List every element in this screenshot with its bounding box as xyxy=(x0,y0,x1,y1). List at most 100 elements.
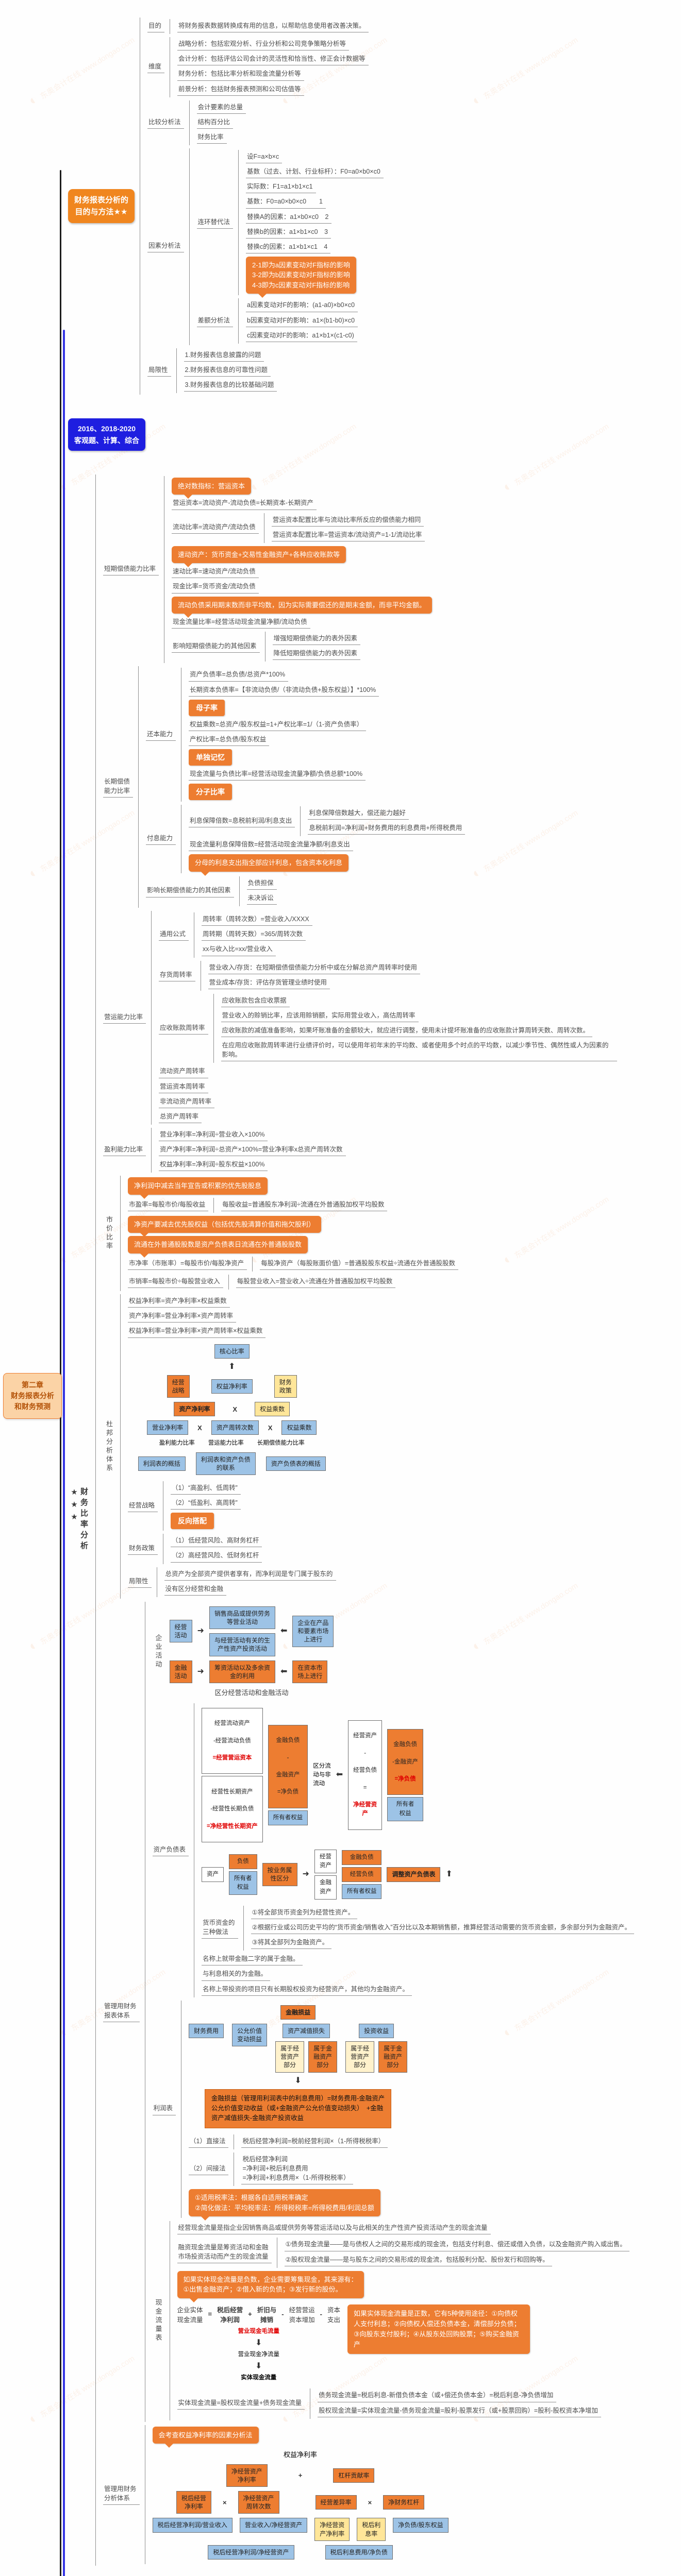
topic-node[interactable]: 流动比率=流动资产/流动负债 xyxy=(172,522,259,534)
topic-node[interactable]: 资产净利率=净利润÷总资产×100%=营业净利率x总资产周转次数 xyxy=(159,1144,346,1157)
topic-node[interactable]: 维度 xyxy=(147,61,165,73)
topic-node[interactable]: 2.财务报表信息的可靠性问题 xyxy=(184,365,271,377)
branch-purpose-methods[interactable]: 财务报表分析的 目的与方法★★ xyxy=(68,189,135,224)
topic-node[interactable]: 替换A的因素：a1×b0×c0 2 xyxy=(246,212,332,224)
vertical-topic-node[interactable]: 市价比率 xyxy=(105,1216,113,1251)
topic-node[interactable]: 降低短期偿债能力的表外因素 xyxy=(272,648,361,660)
topic-node[interactable]: 比较分析法 xyxy=(147,117,184,129)
topic-node[interactable]: 3.财务报表信息的比较基础问题 xyxy=(184,380,277,392)
topic-node[interactable]: 盈利能力比率 xyxy=(103,1144,146,1157)
topic-node[interactable]: 影响长期偿债能力的其他因素 xyxy=(146,885,234,897)
topic-node[interactable]: c因素变动对F的影响：a1×b1×(c1-c0) xyxy=(246,330,357,342)
topic-node[interactable]: 权益净利率=营业净利率×资产周转率×权益乘数 xyxy=(128,1326,266,1338)
topic-node[interactable]: 负债担保 xyxy=(246,878,277,890)
topic-node[interactable]: （2）间接法 xyxy=(189,2163,229,2176)
topic-node[interactable]: 权益乘数=总资产/股东权益=1+产权比率=1/（1-资产负债率） xyxy=(189,719,367,731)
topic-node[interactable]: 现金流量利息保障倍数=经营活动现金流量净额/利息支出 xyxy=(189,839,353,852)
topic-node[interactable]: a因素变动对F的影响：(a1-a0)×b0×c0 xyxy=(246,300,358,312)
topic-node[interactable]: 营运资本=流动资产-流动负债=长期资本-长期资产 xyxy=(172,498,317,510)
topic-node[interactable]: 营运资本周转率 xyxy=(159,1081,208,1093)
topic-node[interactable]: 营业净利率=净利润÷营业收入×100% xyxy=(159,1129,268,1142)
topic-node[interactable]: 差额分析法 xyxy=(196,315,234,327)
topic-node[interactable]: 息税前利润=净利润+财务费用的利息费用+所得税费用 xyxy=(308,823,466,835)
topic-node[interactable]: 货币资金的 三种做法 xyxy=(202,1918,238,1939)
topic-node[interactable]: 周转期（周转天数）=365/周转次数 xyxy=(202,929,306,941)
topic-node[interactable]: 基数：F0=a0×b0×c0 1 xyxy=(246,196,326,209)
topic-node[interactable]: 结构百分比 xyxy=(196,117,234,129)
topic-node[interactable]: （2）高经营风险、低财务杠杆 xyxy=(171,1550,262,1563)
topic-node[interactable]: 速动比率=速动资产/流动负债 xyxy=(172,566,259,579)
topic-node[interactable]: 权益净利率=资产净利率×权益乘数 xyxy=(128,1296,230,1308)
topic-node[interactable]: 实际数：F1=a1×b1×c1 xyxy=(246,181,316,194)
central-topic[interactable]: 第二章 财务报表分析 和财务预测 xyxy=(3,1373,62,1419)
topic-node[interactable]: 与利息相关的为金融。 xyxy=(202,1969,271,1981)
topic-node[interactable]: ①债务现金流量——是与债权人之间的交易形成的现金流，包括支付利息、偿还或借入负债… xyxy=(284,2239,629,2251)
topic-node[interactable]: （1）“高盈利、低周转” xyxy=(171,1483,241,1495)
topic-node[interactable]: 营业成本/存货：评估存货管理业绩时使用 xyxy=(208,977,330,989)
topic-node[interactable]: 没有区分经营和金融 xyxy=(164,1584,227,1596)
topic-node[interactable]: 非流动资产周转率 xyxy=(159,1096,215,1108)
topic-node[interactable]: 局限性 xyxy=(147,365,171,377)
topic-node[interactable]: 税后经营净利润=税前经营利润×（1-所得税税率） xyxy=(241,2136,388,2148)
vertical-topic-node[interactable]: 现金流量表 xyxy=(154,2298,162,2343)
topic-node[interactable]: 营业收入/存货：在短期偿债偿债能力分析中或在分解总资产周转率时使用 xyxy=(208,962,421,974)
topic-node[interactable]: 每股收益=普通股东净利润÷流通在外普通股加权平均股数 xyxy=(221,1199,388,1211)
topic-node[interactable]: 战略分析：包括宏观分析、行业分析和公司竞争策略分析等 xyxy=(177,39,350,51)
topic-node[interactable]: 财务分析：包括比率分析和现金流量分析等 xyxy=(177,69,304,81)
topic-node[interactable]: 周转率（周转次数）=营业收入/XXXX xyxy=(202,914,312,926)
topic-node[interactable]: 债务现金流量=税后利息-新借负债本金（或+偿还负债本金）=税后利息-净负债增加 xyxy=(318,2390,557,2402)
topic-node[interactable]: 存货周转率 xyxy=(159,970,195,982)
topic-node[interactable]: ③将其全部列为金融资产。 xyxy=(251,1937,332,1950)
topic-node[interactable]: 替换c的因素：a1×b1×c1 4 xyxy=(246,242,331,253)
topic-node[interactable]: 还本能力 xyxy=(146,729,176,741)
topic-node[interactable]: 因素分析法 xyxy=(147,241,184,253)
topic-node[interactable]: 会计要素的总量 xyxy=(196,102,246,114)
topic-node[interactable]: 营业收入的赊销比率，应该用赊销额，实际用营业收入，高估周转率 xyxy=(221,1010,419,1023)
topic-node[interactable]: 管理用财务 报表体系 xyxy=(103,2001,140,2023)
topic-node[interactable]: 经营战略 xyxy=(128,1500,158,1512)
topic-node[interactable]: 名称上带投资的项目只有长期股权投资为经营资产，其他均为金融资产。 xyxy=(202,1984,412,1996)
topic-node[interactable]: ①将全部货币资金列为经营性资产。 xyxy=(251,1907,358,1920)
topic-node[interactable]: b因素变动对F的影响：a1×(b1-b0)×c0 xyxy=(246,315,358,327)
topic-node[interactable]: 长期偿债 能力比率 xyxy=(103,776,134,798)
topic-node[interactable]: 总资产为全部资产提供者享有，而净利润是专门属于股东的 xyxy=(164,1569,336,1581)
topic-node[interactable]: 利润表 xyxy=(152,2103,176,2115)
topic-node[interactable]: 未决诉讼 xyxy=(246,893,277,905)
topic-node[interactable]: 资产净利率=营业净利率×资产周转率 xyxy=(128,1311,237,1323)
topic-node[interactable]: 每股净资产（每股账面价值）=普通股股东权益÷流通在外普通股股数 xyxy=(260,1258,458,1270)
topic-node[interactable]: 在应用应收账款周转率进行业绩评价时，可以使用年初年末的平均数、或者使用多个时点的… xyxy=(221,1040,617,1062)
topic-node[interactable]: 市盈率=每股市价/每股收益 xyxy=(128,1199,209,1211)
topic-node[interactable]: 将财务报表数据转换成有用的信息，以帮助信息使用者改善决策。 xyxy=(177,21,369,33)
topic-node[interactable]: 实体现金流量=股权现金流量+债务现金流量 xyxy=(177,2398,305,2410)
topic-node[interactable]: 局限性 xyxy=(128,1576,152,1588)
topic-node[interactable]: 1.财务报表信息披露的问题 xyxy=(184,350,264,362)
branch-financial-ratio-analysis[interactable]: 财务比率分析 ★★★ xyxy=(70,1487,88,1553)
topic-node[interactable]: 通用公式 xyxy=(159,929,189,941)
topic-node[interactable]: 营运资本配置比率=营运资本/流动资产=1-1/流动比率 xyxy=(271,530,425,541)
topic-node[interactable]: 资产负债率=总负债/总资产*100% xyxy=(189,669,289,682)
topic-node[interactable]: 市销率=每股市价÷每股营业收入 xyxy=(128,1276,223,1289)
topic-node[interactable]: （2）“低盈利、高周转” xyxy=(171,1498,241,1510)
topic-node[interactable]: 应收账款的减值准备影响，如果坏账准备的金额较大，就应进行调整，使用未计提坏账准备… xyxy=(221,1025,593,1038)
topic-node[interactable]: 长期资本负债率=【非流动负债/（非流动负债+股东权益）】*100% xyxy=(189,685,379,697)
topic-node[interactable]: 增强短期偿债能力的表外因素 xyxy=(272,633,361,646)
topic-node[interactable]: 营运资本配置比率与流动比率所反应的偿债能力相同 xyxy=(271,515,424,527)
topic-node[interactable]: xx与收入比=xx/营业收入 xyxy=(202,944,276,956)
topic-node[interactable]: 现金流量比率=经营活动现金流量净额/流动负债 xyxy=(172,617,310,629)
topic-node[interactable]: 权益净利率=净利润÷股东权益×100% xyxy=(159,1159,268,1172)
topic-node[interactable]: 应收账款包含应收票据 xyxy=(221,995,290,1007)
topic-node[interactable]: （1）直接法 xyxy=(189,2136,229,2148)
topic-node[interactable]: 财务比率 xyxy=(196,132,227,144)
topic-node[interactable]: 资产负债表 xyxy=(152,1844,189,1856)
exam-years-badge-1[interactable]: 2016、2018-2020 客观题、计算、综合 xyxy=(68,418,145,451)
topic-node[interactable]: 短期偿债能力比率 xyxy=(103,564,159,576)
topic-node[interactable]: 替换b的因素：a1×b1×c0 3 xyxy=(246,227,331,239)
topic-node[interactable]: 前景分析：包括财务报表预测和公司估值等 xyxy=(177,84,304,96)
topic-node[interactable]: 经营现金流量是指企业因销售商品或提供劳务等营运活动以及与此相关的生产性资产投资活… xyxy=(177,2223,491,2235)
topic-node[interactable]: 现金比率=货币资金/流动负债 xyxy=(172,581,259,594)
topic-node[interactable]: 利息保障倍数越大，偿还能力越好 xyxy=(308,808,409,820)
topic-node[interactable]: 利息保障倍数=息税前利润/利息支出 xyxy=(189,816,295,827)
topic-node[interactable]: 现金流量与负债比率=经营活动现金流量净额/负债总额*100% xyxy=(189,769,366,781)
topic-node[interactable]: 管理用财务 分析体系 xyxy=(103,2484,140,2505)
vertical-topic-node[interactable]: 杜邦分析体系 xyxy=(105,1420,113,1473)
